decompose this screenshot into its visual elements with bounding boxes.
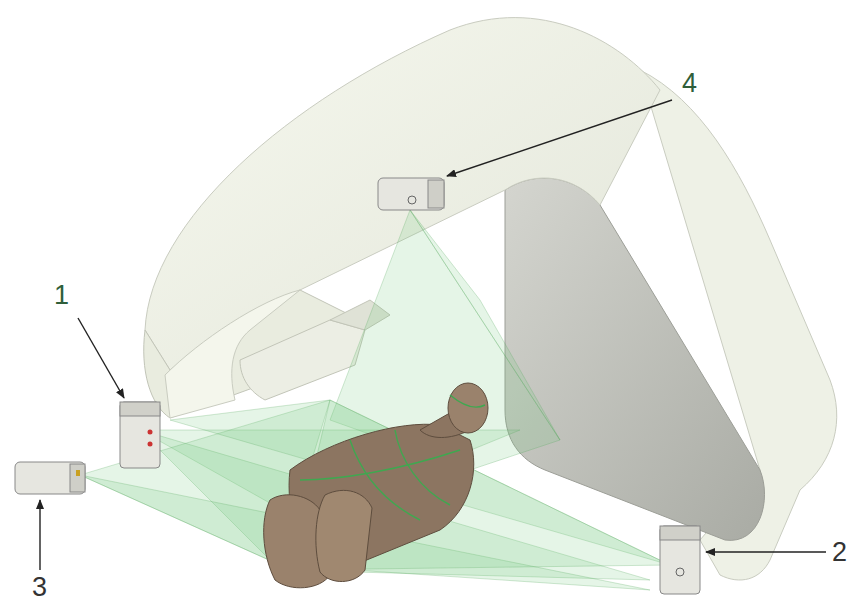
callout-number: 1 (54, 282, 69, 309)
leader-arrows (40, 100, 826, 570)
camera-1 (120, 402, 160, 468)
camera-2 (660, 526, 700, 594)
callout-number: 2 (832, 539, 847, 566)
callout-number: 3 (32, 574, 47, 601)
camera-4 (378, 178, 444, 210)
callout-number: 4 (682, 70, 697, 97)
camera-3 (15, 462, 85, 494)
patient-phantom (264, 383, 488, 588)
gantry-face (505, 178, 765, 540)
